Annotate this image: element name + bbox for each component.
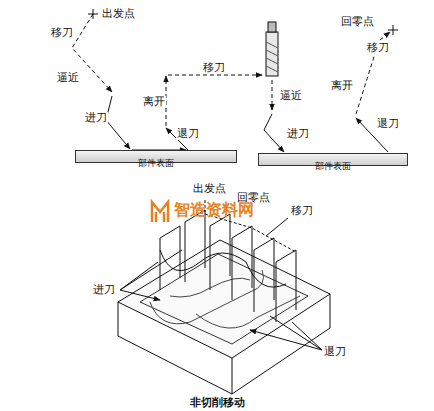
surface-label: 部件表面 xyxy=(315,161,351,171)
move-label: 移刀 xyxy=(366,42,390,54)
part-surface: 部件表面 xyxy=(75,150,237,163)
move-label: 逼近 xyxy=(279,90,303,102)
move-label: 进刀 xyxy=(286,128,310,140)
move-label: 移刀 xyxy=(202,62,226,74)
move-label: 出发点 xyxy=(192,183,227,195)
move-label: 离开 xyxy=(330,80,354,92)
move-label: 回零点 xyxy=(340,16,375,28)
move-label: 离开 xyxy=(142,96,166,108)
watermark: 智造资料网 xyxy=(174,200,254,221)
move-label: 移刀 xyxy=(50,27,74,39)
move-label: 出发点 xyxy=(101,8,136,20)
caption: 非切削移动 xyxy=(190,395,245,410)
part-surface: 部件表面 xyxy=(258,153,408,166)
move-label: 进刀 xyxy=(92,284,116,296)
move-label: 退刀 xyxy=(323,346,347,358)
surface-label: 部件表面 xyxy=(138,158,174,168)
move-label: 退刀 xyxy=(176,128,200,140)
move-label: 移刀 xyxy=(290,205,314,217)
move-label: 逼近 xyxy=(56,72,80,84)
move-label: 退刀 xyxy=(376,118,400,130)
move-label: 进刀 xyxy=(84,112,108,124)
